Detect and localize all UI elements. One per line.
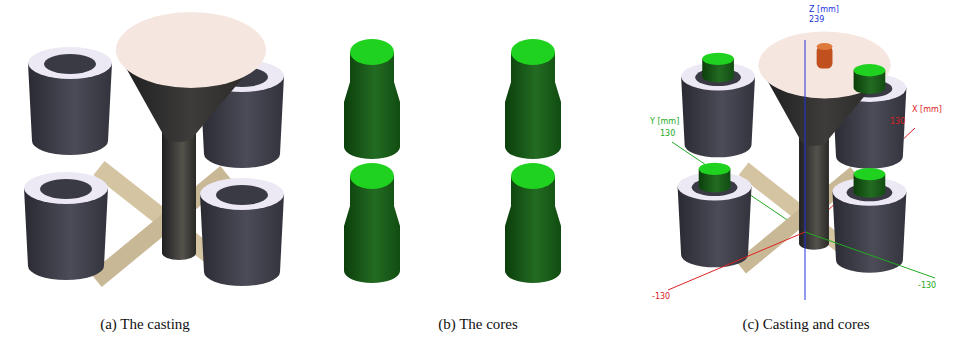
axis-tick: -130: [652, 293, 670, 302]
axis-tick: 130: [890, 118, 905, 127]
axes-front: [668, 40, 935, 300]
casting-render: [24, 12, 284, 286]
axis-label: X [mm]: [912, 106, 942, 115]
axis-label: Y [mm]: [650, 118, 679, 127]
axis-tick: -130: [918, 282, 936, 291]
subfigure-caption: (a) The casting: [100, 316, 190, 333]
assembly-render: [678, 32, 907, 273]
axis-tick: 130: [660, 130, 675, 139]
subfigure-caption: (c) Casting and cores: [742, 316, 869, 333]
cores-render: [344, 39, 561, 283]
axis-label: Z [mm]: [809, 6, 839, 15]
axis-tick: 239: [809, 16, 824, 25]
subfigure-caption: (b) The cores: [438, 316, 518, 333]
